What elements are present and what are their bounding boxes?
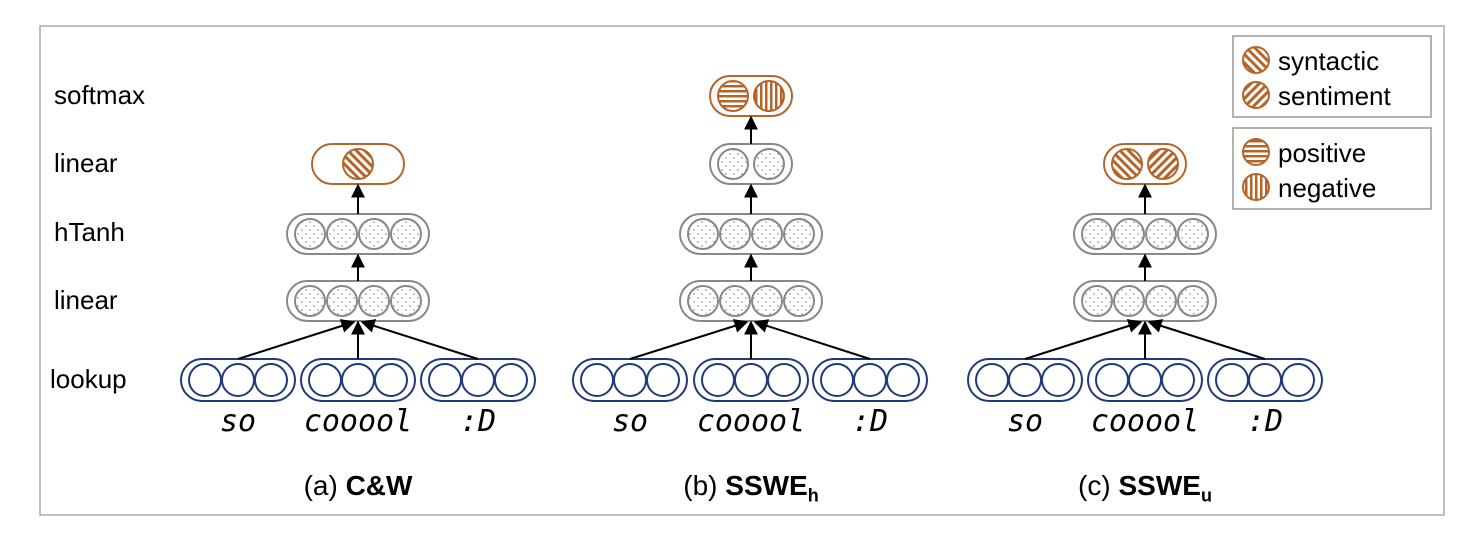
linear-layer-c-node: [1145, 285, 1177, 317]
arrow-lookup-a-0: [237, 319, 356, 360]
htanh-layer-c-node: [1177, 218, 1209, 250]
legend-positive-icon: [1242, 138, 1270, 166]
lookup-layer-a-1-node: [341, 363, 375, 397]
output-layer-a-node: [342, 148, 374, 180]
lookup-layer-a-2-node: [428, 363, 462, 397]
word-so-c: so: [1006, 404, 1044, 439]
htanh-layer-a-node: [358, 218, 390, 250]
figure-frame: [39, 25, 1445, 516]
arrow-lookup-b-0: [629, 319, 749, 360]
htanh-layer-b-node: [751, 218, 783, 250]
layer-label-lookup: lookup: [50, 364, 127, 394]
layer-label-softmax: softmax: [54, 80, 146, 110]
caption-b: (b) SSWEh: [683, 470, 819, 506]
linear-layer-c-node: [1081, 285, 1113, 317]
lookup-layer-c-1-node: [1128, 363, 1162, 397]
lookup-layer-c-2-node: [1281, 363, 1315, 397]
arrow-lookup-a-2: [360, 319, 479, 360]
arrow-lookup-c-0: [1024, 319, 1143, 360]
lookup-layer-a-1-node: [308, 363, 342, 397]
htanh-layer-a-node: [294, 218, 326, 250]
htanh-layer-a-node: [390, 218, 422, 250]
legend-negative-icon: [1242, 173, 1270, 201]
lookup-layer-a-0-node: [254, 363, 288, 397]
htanh-layer-c-node: [1145, 218, 1177, 250]
lookup-layer-b-2-node: [853, 363, 887, 397]
word-cooool-b: cooool: [696, 404, 806, 439]
linear-layer-c-node: [1113, 285, 1145, 317]
linear-layer-b-node: [687, 285, 719, 317]
arrow-lookup-b-2: [753, 319, 871, 360]
legend-syntactic-icon: [1242, 46, 1270, 74]
linear-layer-b-node: [719, 285, 751, 317]
lookup-layer-b-1-node: [734, 363, 768, 397]
htanh-layer-c-node: [1081, 218, 1113, 250]
word-so-a: so: [219, 404, 257, 439]
legend-sentiment-icon: [1242, 81, 1270, 109]
lookup-layer-b-0-node: [646, 363, 680, 397]
linear-layer-a-node: [326, 285, 358, 317]
lookup-layer-a-0-node: [221, 363, 255, 397]
output-layer-c-node: [1147, 148, 1179, 180]
lookup-layer-a-2-node: [494, 363, 528, 397]
linear-layer-a-node: [294, 285, 326, 317]
lookup-layer-a-1-node: [374, 363, 408, 397]
word-so-b: so: [611, 404, 649, 439]
lookup-layer-c-2-node: [1248, 363, 1282, 397]
word-d-c: :D: [1246, 404, 1284, 439]
layer-label-linear-bottom: linear: [54, 285, 118, 315]
word-cooool-a: cooool: [303, 404, 413, 439]
lookup-layer-a-2-node: [461, 363, 495, 397]
htanh-layer-b-node: [719, 218, 751, 250]
linear-layer-c-node: [1177, 285, 1209, 317]
linear-layer-a-node: [358, 285, 390, 317]
lookup-layer-b-2-node: [820, 363, 854, 397]
htanh-layer-c-node: [1113, 218, 1145, 250]
layer-label-linear-top: linear: [54, 148, 118, 178]
lookup-layer-b-0-node: [580, 363, 614, 397]
caption-c: (c) SSWEu: [1078, 470, 1212, 506]
legend-positive: positive: [1278, 138, 1367, 168]
legend-sentiment: sentiment: [1278, 81, 1391, 111]
linear-layer-b-node: [751, 285, 783, 317]
htanh-layer-a-node: [326, 218, 358, 250]
lookup-layer-b-2-node: [886, 363, 920, 397]
softmax-layer-b-node: [753, 80, 785, 112]
lookup-layer-c-1-node: [1095, 363, 1129, 397]
lookup-layer-c-2-node: [1215, 363, 1249, 397]
lookup-layer-b-1-node: [701, 363, 735, 397]
linear-layer-b-node: [783, 285, 815, 317]
lookup-layer-a-0-node: [188, 363, 222, 397]
lookup-layer-c-0-node: [1041, 363, 1075, 397]
caption-a: (a) C&W: [303, 470, 413, 501]
lookup-layer-b-1-node: [767, 363, 801, 397]
htanh-layer-b-node: [783, 218, 815, 250]
arrow-lookup-c-2: [1147, 319, 1266, 360]
linear-layer-a-node: [390, 285, 422, 317]
lookup-layer-c-0-node: [1008, 363, 1042, 397]
word-cooool-c: cooool: [1090, 404, 1200, 439]
legend-negative: negative: [1278, 173, 1377, 203]
htanh-layer-b-node: [687, 218, 719, 250]
lookup-layer-c-0-node: [975, 363, 1009, 397]
legend-syntactic: syntactic: [1278, 46, 1380, 76]
word-d-a: :D: [459, 404, 497, 439]
layer-label-htanh: hTanh: [54, 217, 125, 247]
output-layer-c-node: [1111, 148, 1143, 180]
linear-top-layer-b-node: [753, 148, 785, 180]
lookup-layer-b-0-node: [613, 363, 647, 397]
softmax-layer-b-node: [717, 80, 749, 112]
linear-top-layer-b-node: [717, 148, 749, 180]
lookup-layer-c-1-node: [1161, 363, 1195, 397]
word-d-b: :D: [851, 404, 889, 439]
